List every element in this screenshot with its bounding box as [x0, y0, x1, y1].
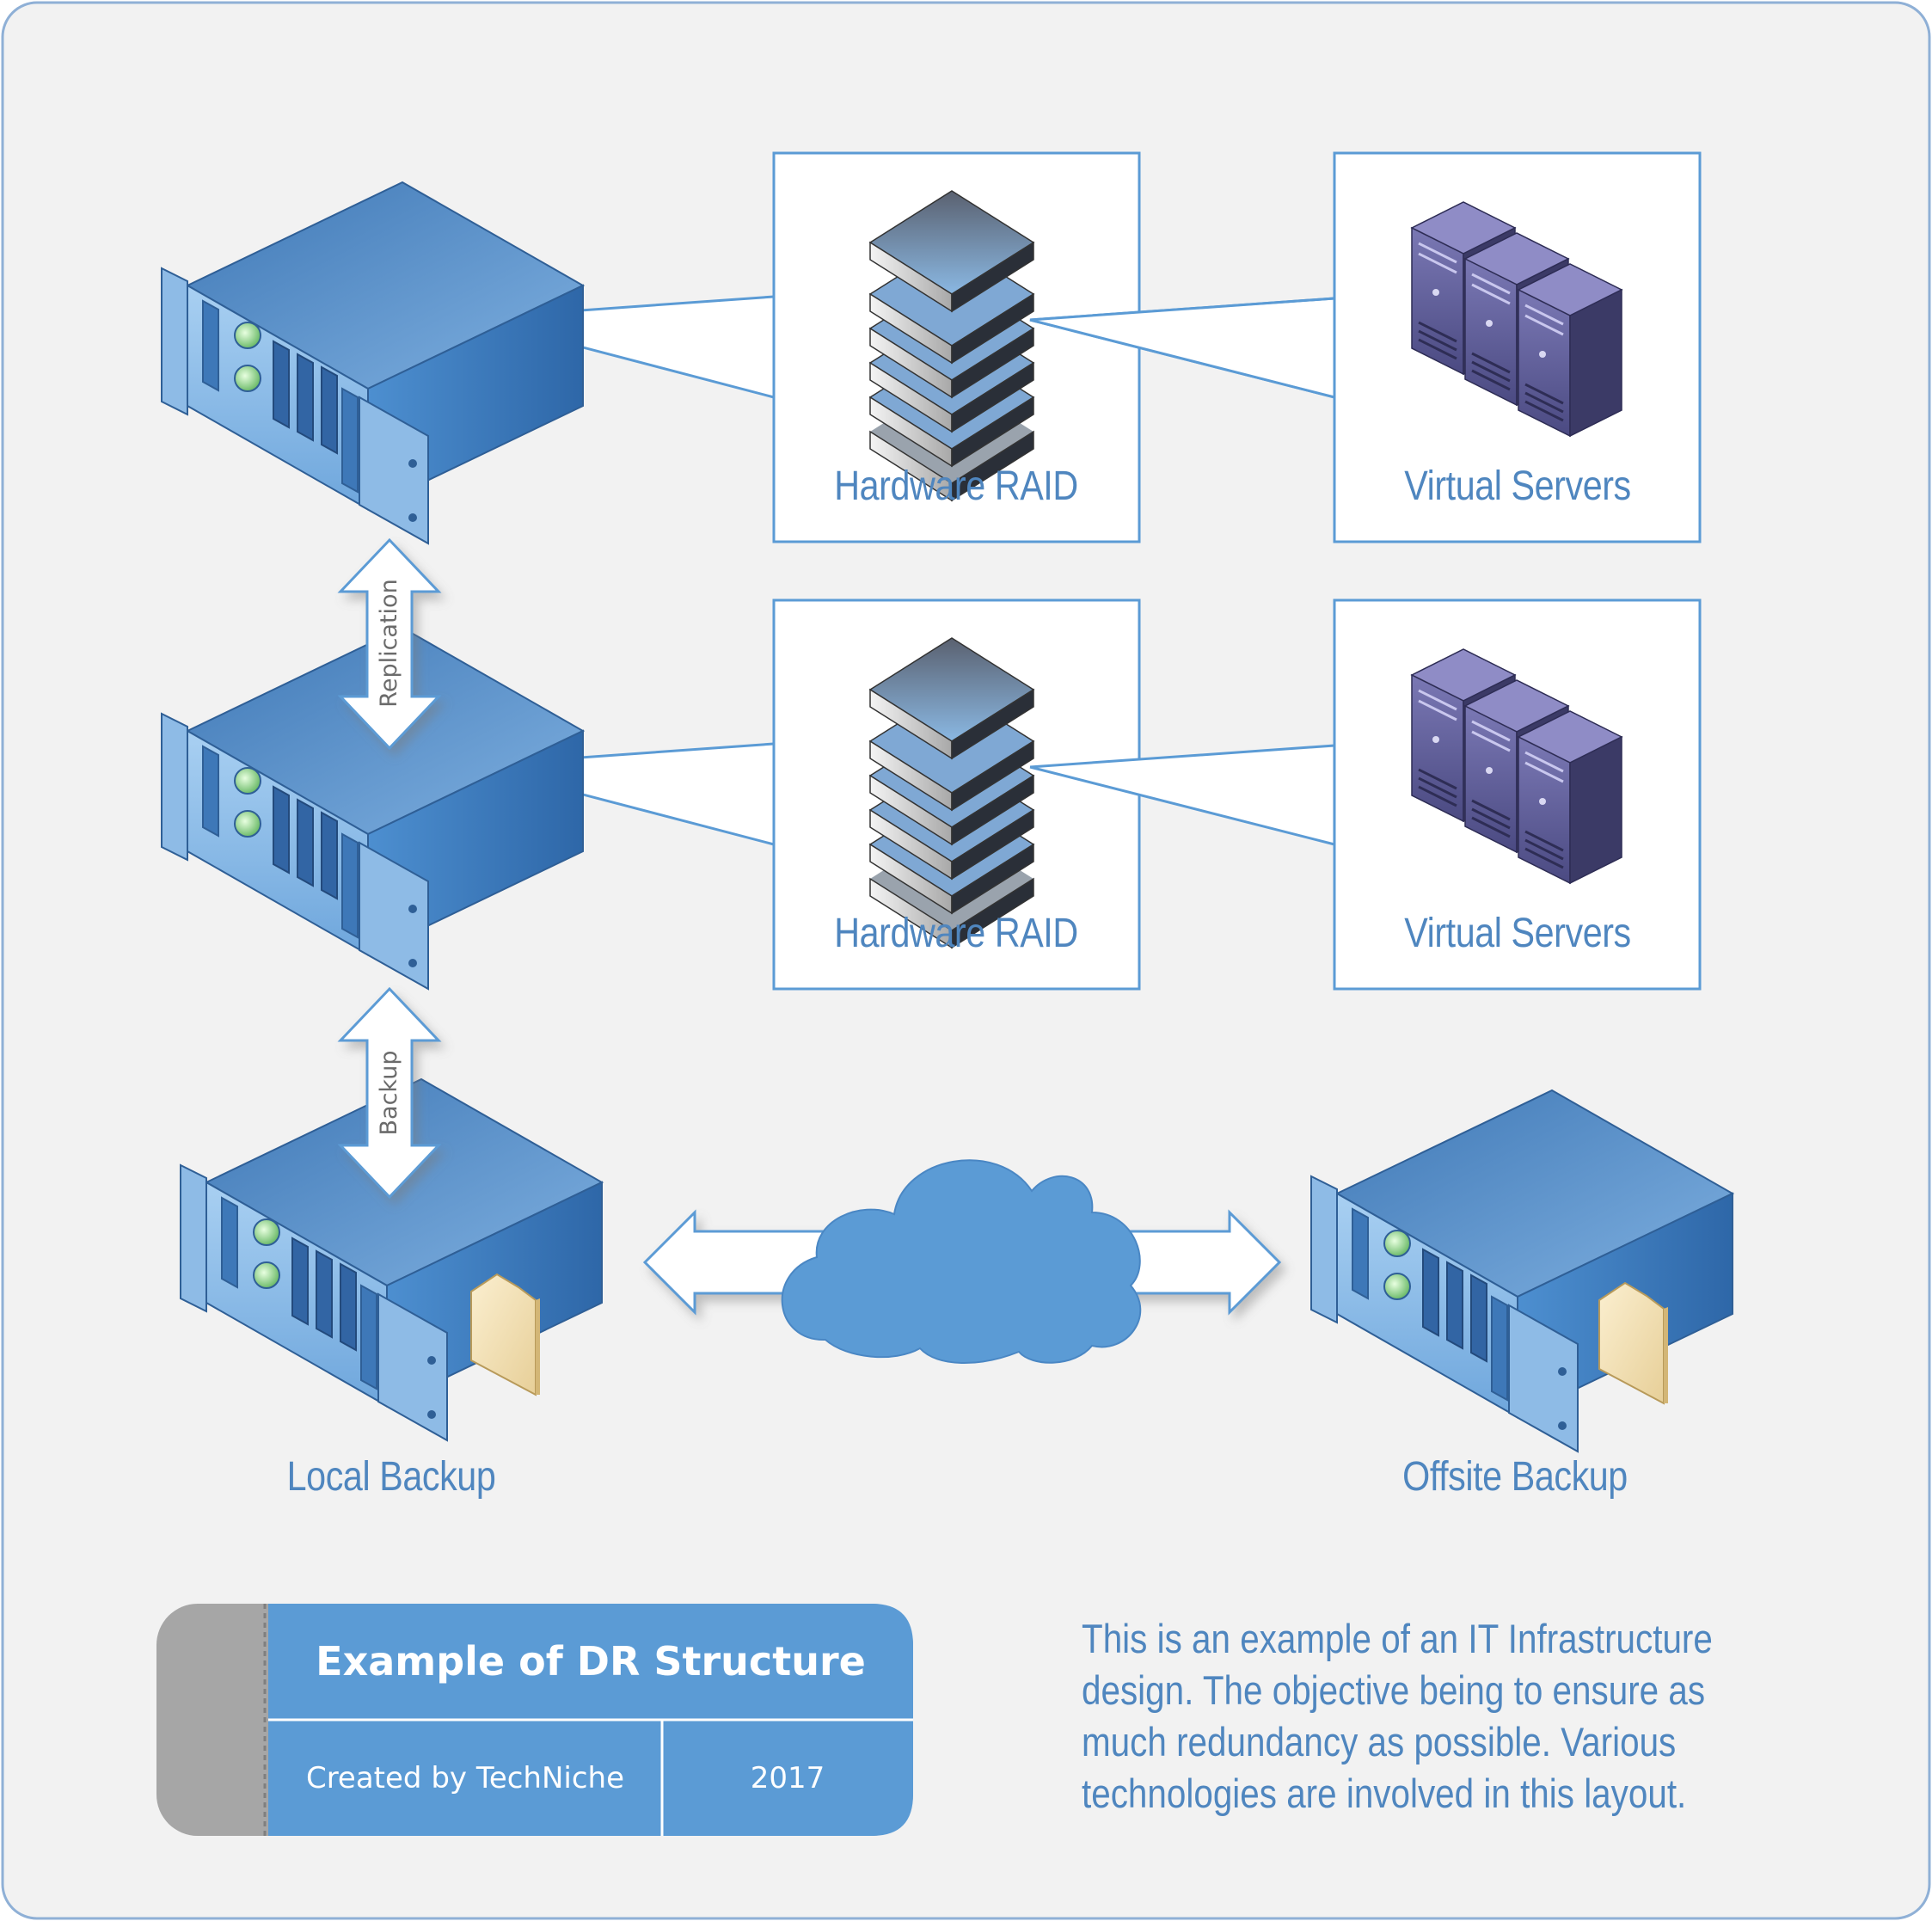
double-arrow-icon [337, 537, 442, 751]
description-line: technologies are involved in this layout… [1082, 1771, 1687, 1816]
hardware-raid-icon [869, 637, 1034, 948]
description-line: design. The objective being to ensure as [1082, 1667, 1706, 1713]
backup-label: Backup [376, 1050, 402, 1136]
title-block-title: Example of DR Structure [316, 1638, 866, 1685]
label-hardware-raid-mid: Hardware RAID [834, 911, 1078, 956]
hardware-raid-icon [869, 190, 1034, 501]
label-virtual-servers-mid: Virtual Servers [1404, 911, 1631, 956]
callout-virtual-mid [1029, 744, 1335, 769]
description-line: much redundancy as possible. Various [1082, 1719, 1677, 1764]
title-block [156, 1604, 913, 1836]
label-offsite-backup: Offsite Backup [1402, 1454, 1628, 1500]
cloud-icon [781, 1159, 1142, 1364]
title-block-year: 2017 [750, 1761, 825, 1795]
replication-label: Replication [376, 579, 402, 708]
label-hardware-raid-top: Hardware RAID [834, 463, 1078, 509]
double-arrow-icon [337, 986, 442, 1200]
description-line: This is an example of an IT Infrastructu… [1082, 1616, 1713, 1661]
label-virtual-servers-top: Virtual Servers [1404, 463, 1631, 509]
description-text: This is an example of an IT Infrastructu… [1082, 1613, 1747, 1820]
label-local-backup: Local Backup [286, 1454, 496, 1500]
title-block-author: Created by TechNiche [305, 1761, 625, 1795]
